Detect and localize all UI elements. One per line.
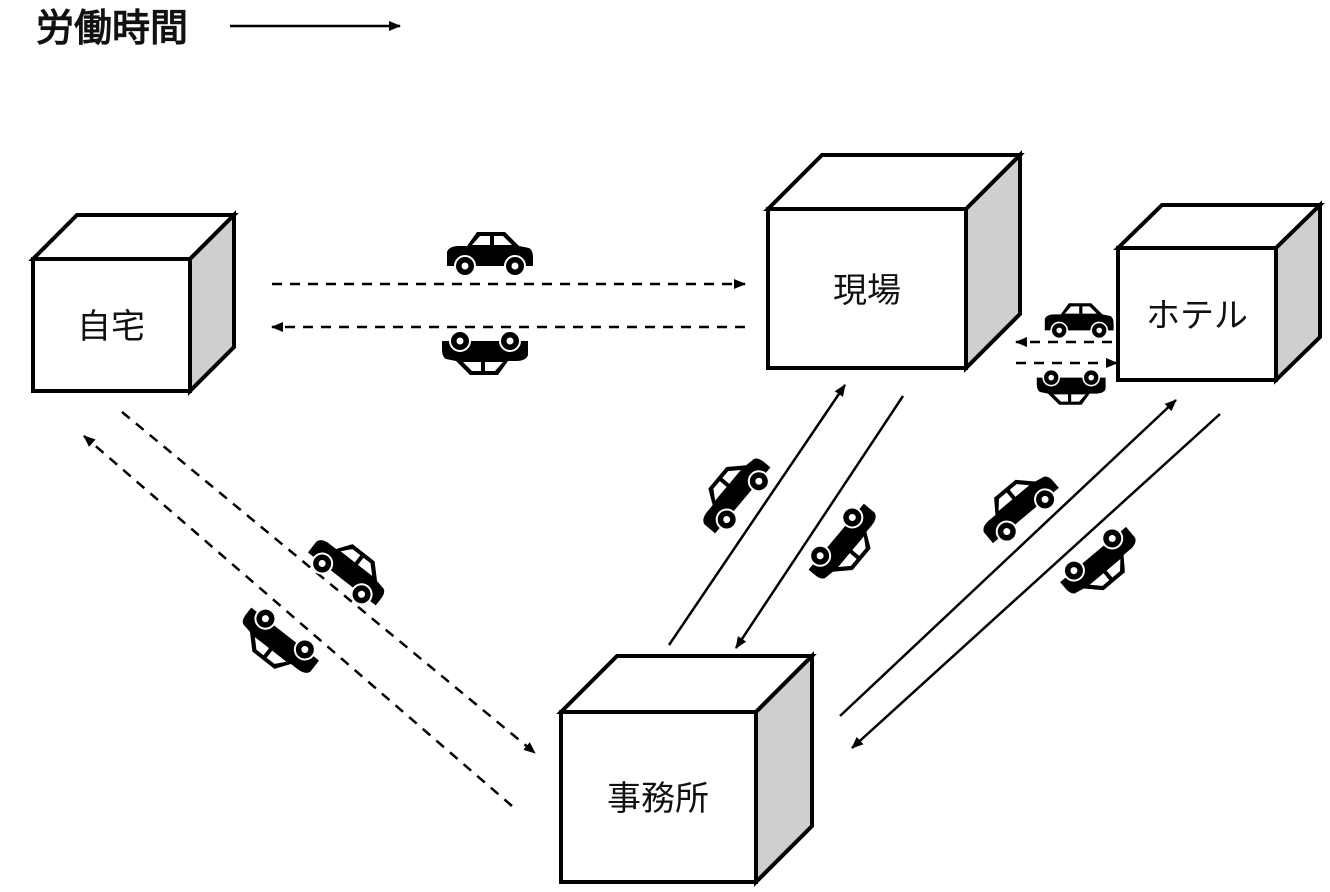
car-icon xyxy=(799,496,891,593)
office-box: 事務所 xyxy=(556,651,817,887)
hotel-to-office-arrow xyxy=(851,413,1221,749)
site-box: 現場 xyxy=(763,150,1025,373)
car-icon xyxy=(1036,368,1107,406)
home-box: 自宅 xyxy=(28,210,239,396)
site-to-office-arrow xyxy=(734,395,905,649)
office-to-home-arrow xyxy=(83,435,513,807)
office-to-hotel-arrow xyxy=(839,399,1177,717)
home-to-office-arrow xyxy=(121,411,536,754)
office-label: 事務所 xyxy=(607,779,709,819)
car-icon xyxy=(229,598,327,689)
legend-label: 労働時間 xyxy=(36,6,188,50)
legend: 労働時間 xyxy=(36,6,401,50)
car-icon xyxy=(970,460,1067,552)
office-to-site-arrow xyxy=(667,384,847,646)
hotel-label: ホテル xyxy=(1146,296,1248,336)
site-label: 現場 xyxy=(833,271,901,311)
car-icon xyxy=(1052,518,1149,610)
home-label: 自宅 xyxy=(77,307,145,347)
hotel-box: ホテル xyxy=(1113,200,1325,385)
car-icon xyxy=(446,231,534,277)
car-icon xyxy=(688,444,780,541)
car-icon xyxy=(441,330,529,376)
car-icon xyxy=(1044,302,1115,340)
